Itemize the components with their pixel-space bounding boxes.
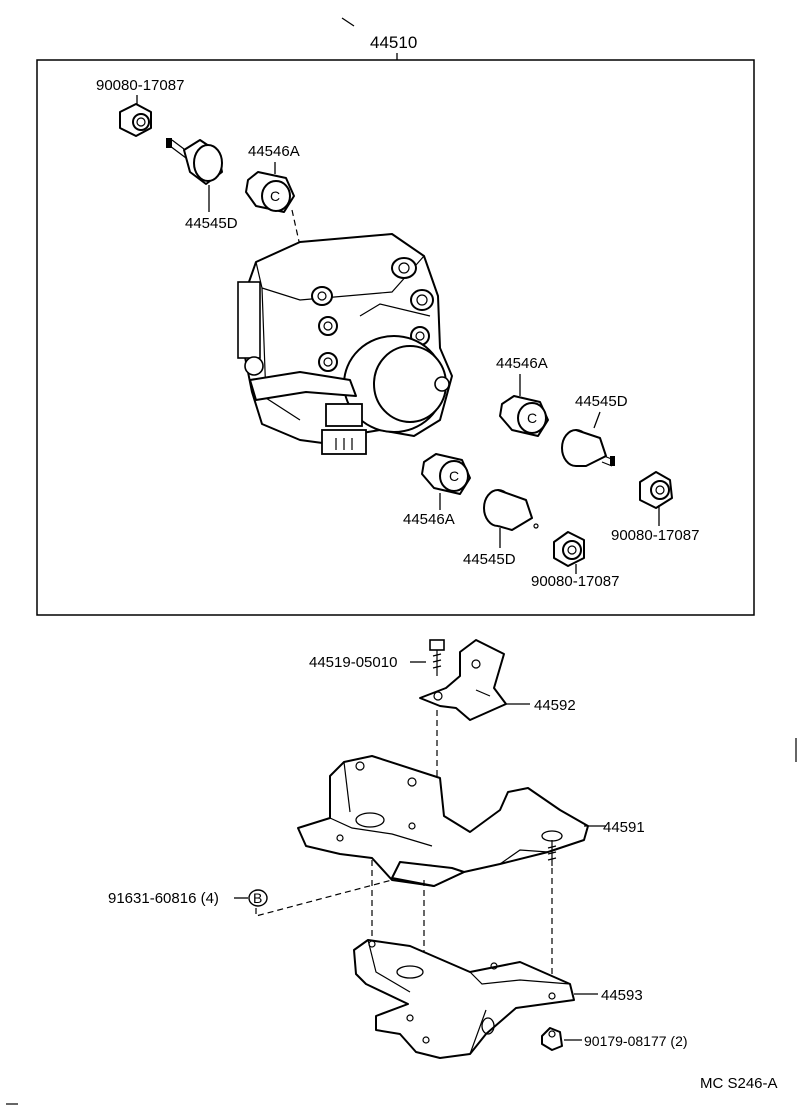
cap-bottom-part: C	[421, 453, 471, 495]
bracket-main-part	[297, 755, 589, 887]
clip-symbol-letter: B	[253, 890, 262, 906]
plug-top-part	[166, 138, 223, 185]
label-nut-right: 90080-17087	[611, 527, 699, 544]
plug-right-part	[561, 429, 615, 467]
svg-text:C: C	[449, 468, 459, 484]
cap-right-part: C	[499, 395, 549, 437]
label-plug-top: 44545D	[185, 215, 238, 232]
label-cap-top: 44546A	[248, 143, 300, 160]
label-nut-lower: 90179-08177 (2)	[584, 1033, 688, 1049]
abs-actuator-part	[237, 233, 453, 455]
nut-bottom-part	[553, 531, 585, 567]
nut-top-left-part	[119, 103, 152, 137]
label-bracket-small: 44592	[534, 697, 576, 714]
clip-symbol: B	[248, 889, 268, 907]
bracket-lower-part	[353, 939, 575, 1059]
label-cap-right: 44546A	[496, 355, 548, 372]
nut-lower-part	[541, 1027, 563, 1051]
bolt-part	[429, 639, 445, 676]
label-bolt: 44519-05010	[309, 654, 397, 671]
nut-right-part	[639, 471, 673, 509]
assembly-frame	[36, 59, 755, 616]
label-clip-ref: 91631-60816 (4)	[108, 890, 219, 907]
label-plug-right: 44545D	[575, 393, 628, 410]
stray-mark	[341, 17, 355, 27]
leader-plug-right	[593, 411, 601, 429]
bracket-small-part	[419, 639, 507, 721]
stud-part	[547, 840, 557, 866]
label-assembly: 44510	[370, 33, 417, 52]
svg-text:C: C	[270, 188, 280, 204]
dash-clip	[255, 879, 393, 917]
dash-cap-top	[291, 209, 301, 247]
label-bracket-lower: 44593	[601, 987, 643, 1004]
diagram-code: MC S246-A	[700, 1075, 778, 1092]
plug-bottom-part	[483, 489, 539, 531]
label-bracket-main: 44591	[603, 819, 645, 836]
label-plug-bottom: 44545D	[463, 551, 516, 568]
cap-top-part: C	[245, 171, 295, 213]
label-cap-bottom: 44546A	[403, 511, 455, 528]
svg-text:C: C	[527, 410, 537, 426]
label-nut-bottom: 90080-17087	[531, 573, 619, 590]
label-nut-top-left: 90080-17087	[96, 77, 184, 94]
